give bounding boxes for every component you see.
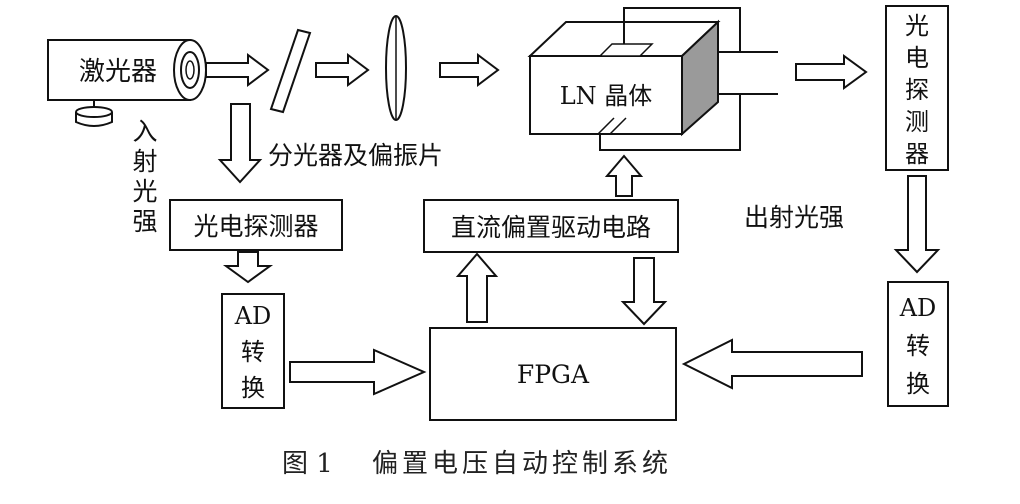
svg-text:强: 强 <box>132 207 157 236</box>
figure-caption: 图 1 偏置电压自动控制系统 <box>282 449 672 479</box>
detector-out-block: 光 电 探 测 器 <box>885 5 949 171</box>
ln-crystal-label: LN 晶体 <box>560 82 653 110</box>
svg-text:射: 射 <box>132 147 157 176</box>
svg-text:测: 测 <box>905 108 929 136</box>
ad-right-block: AD 转 换 <box>887 281 949 407</box>
detector-in-block: 光电探测器 <box>169 199 343 251</box>
svg-text:AD: AD <box>234 302 272 330</box>
lens <box>385 15 407 121</box>
svg-text:转: 转 <box>241 338 265 366</box>
svg-text:入: 入 <box>132 117 157 146</box>
arrow-detector-to-ad-left <box>222 251 274 284</box>
detector-in-label: 光电探测器 <box>193 212 318 241</box>
arrow-driver-to-ln <box>604 154 644 197</box>
dc-driver-label: 直流偏置驱动电路 <box>451 213 651 242</box>
laser-label: 激光器 <box>79 57 157 87</box>
figure-number: 图 1 <box>282 449 333 479</box>
svg-text:换: 换 <box>906 370 930 398</box>
arrow-splitter-to-lens <box>315 53 370 87</box>
incident-intensity-label: 入 射 光 强 <box>132 117 157 236</box>
svg-text:转: 转 <box>906 332 930 360</box>
arrow-laser-to-splitter <box>205 53 270 87</box>
arrow-ad-left-to-fpga <box>289 348 427 396</box>
fpga-label: FPGA <box>517 360 590 389</box>
svg-text:光: 光 <box>905 12 929 40</box>
svg-text:器: 器 <box>905 140 929 168</box>
svg-text:电: 电 <box>905 44 929 72</box>
splitter-plate <box>269 28 312 114</box>
arrow-driver-to-fpga <box>620 257 668 326</box>
splitter-polarizer-label: 分光器及偏振片 <box>268 141 443 170</box>
figure-title: 偏置电压自动控制系统 <box>372 449 672 479</box>
arrow-detector-out-to-ad-right <box>893 175 941 274</box>
ad-left-block: AD 转 换 <box>221 293 285 409</box>
dc-driver-block: 直流偏置驱动电路 <box>423 199 679 253</box>
arrow-fpga-to-driver <box>455 252 499 323</box>
arrow-ad-right-to-fpga <box>681 338 863 390</box>
output-intensity-label: 出射光强 <box>744 203 844 232</box>
svg-text:换: 换 <box>241 374 265 402</box>
svg-text:探: 探 <box>905 76 929 104</box>
svg-text:光: 光 <box>132 177 157 206</box>
electrode-wiring <box>599 7 778 151</box>
laser-block: 激光器 <box>47 39 207 127</box>
arrow-ln-to-detector-out <box>795 54 868 90</box>
svg-text:AD: AD <box>899 294 937 322</box>
arrow-splitter-to-detector <box>217 103 263 184</box>
fpga-block: FPGA <box>429 327 677 421</box>
arrow-lens-to-ln <box>439 53 500 87</box>
